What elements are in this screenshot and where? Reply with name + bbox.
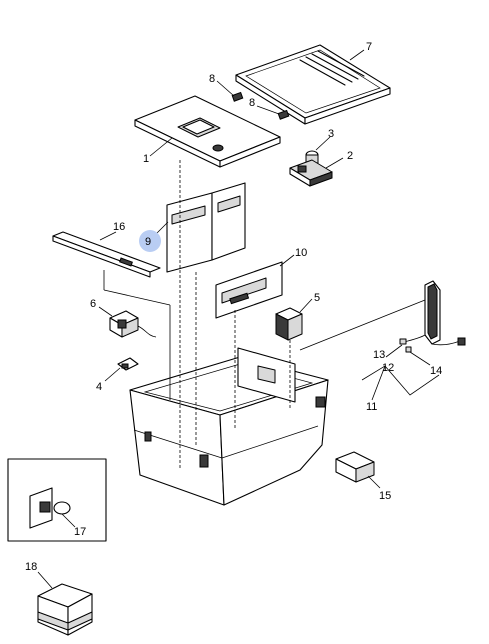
callout-labels: 1 2 3 4 5 6 7 8 8 9 10 11 12 13 14 15 16… bbox=[25, 41, 442, 573]
part-1-inner-lid bbox=[134, 95, 281, 168]
callout-16: 16 bbox=[113, 221, 125, 233]
leader-lines bbox=[37, 49, 440, 589]
part-18-carton-box bbox=[37, 583, 93, 636]
part-7-top-cover bbox=[235, 44, 391, 125]
part-11-wiring-harness bbox=[399, 280, 466, 353]
part-9-divider-panel bbox=[166, 182, 246, 273]
callout-13: 13 bbox=[373, 349, 385, 361]
callout-11: 11 bbox=[366, 401, 377, 413]
part-15-control-unit bbox=[335, 451, 375, 483]
main-body-housing bbox=[129, 347, 329, 506]
callout-3: 3 bbox=[328, 128, 334, 140]
callout-9: 9 bbox=[145, 236, 151, 248]
callout-6: 6 bbox=[90, 298, 96, 310]
part-8-clip-upper bbox=[231, 91, 244, 102]
callout-18: 18 bbox=[25, 561, 37, 573]
callout-12: 12 bbox=[382, 362, 394, 374]
callout-17: 17 bbox=[74, 526, 86, 538]
part-16-rail bbox=[52, 231, 161, 278]
callout-9-highlight bbox=[139, 230, 161, 252]
callout-7: 7 bbox=[366, 41, 372, 53]
part-2-latch-base bbox=[289, 159, 333, 187]
part-8-clip-lower bbox=[277, 109, 290, 120]
callout-8-lower: 8 bbox=[249, 97, 255, 109]
part-6-switch-module bbox=[109, 310, 157, 338]
callout-10: 10 bbox=[295, 247, 307, 259]
part-3-latch-knob bbox=[305, 150, 319, 164]
assembly-guide-lines bbox=[103, 160, 426, 470]
callout-2: 2 bbox=[347, 150, 353, 162]
callout-4: 4 bbox=[96, 381, 102, 393]
callout-5: 5 bbox=[314, 292, 320, 304]
part-4-mount-clip bbox=[117, 357, 139, 371]
part-10-front-bracket bbox=[215, 261, 283, 319]
detail-inset-box bbox=[7, 458, 107, 542]
callout-1: 1 bbox=[143, 153, 149, 165]
callout-15: 15 bbox=[379, 490, 391, 502]
part-5-connector-block bbox=[275, 307, 303, 341]
callout-8-upper: 8 bbox=[209, 73, 215, 85]
callout-14: 14 bbox=[430, 365, 442, 377]
